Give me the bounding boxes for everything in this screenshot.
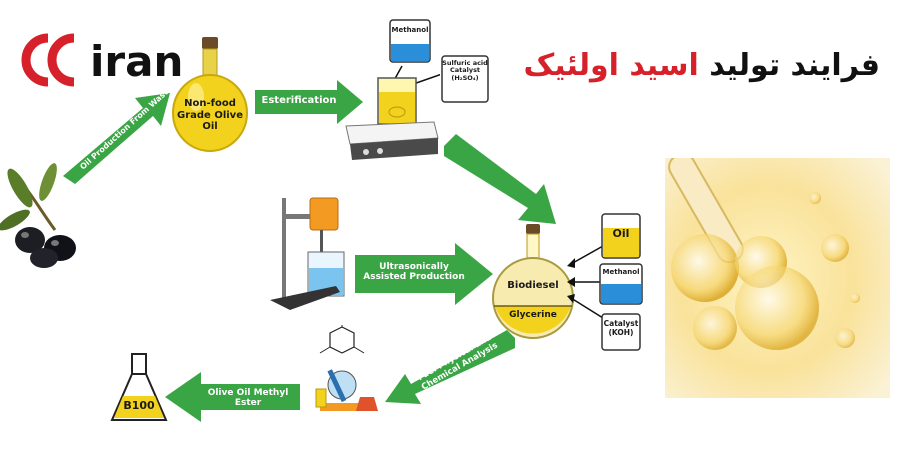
arrow-ester: [165, 372, 300, 422]
olive-oil-label: Non-food Grade Olive Oil: [177, 98, 243, 132]
koh-catalyst-bottle-icon: [601, 313, 641, 351]
methanol-top-label: Methanol: [391, 26, 429, 34]
oil-bottle-label: Oil: [612, 227, 630, 240]
arrow-esterification: [255, 80, 363, 124]
arrow-ultrasonic-label: Ultrasonically Assisted Production: [363, 262, 465, 283]
arrow-waste-label: Oil Production From Waste Olive: [78, 88, 175, 171]
biodiesel-flask-icon: [492, 224, 574, 339]
oil-bottle-icon: [601, 213, 641, 259]
arrow-analysis: [385, 330, 515, 404]
catalyst-top-label: Sulfuric acid Catalyst (H₂SO₄): [442, 59, 488, 82]
olive-branch-icon: [0, 163, 76, 268]
methanol-bottle-icon: [389, 19, 431, 63]
page-title: فرایند تولید اسید اولئیک: [523, 48, 880, 83]
b100-label: B100: [123, 399, 155, 412]
biodiesel-label: Biodiesel: [507, 280, 559, 291]
svg-text:iran: iran: [90, 37, 183, 86]
b100-flask-icon: [110, 353, 168, 421]
input-arrows-icon: [567, 245, 604, 319]
methanol-side-bottle-icon: [599, 263, 643, 305]
catalyst-side-label: Catalyst (KOH): [603, 319, 639, 337]
arrow-esterification-label: Esterification: [261, 95, 337, 106]
oil-drops-photo: [665, 158, 890, 398]
sulfuric-catalyst-bottle-icon: [441, 55, 489, 103]
methanol-side-label: Methanol: [602, 268, 640, 276]
glycerine-label: Glycerine: [509, 310, 557, 320]
ultrasonic-apparatus-icon: [270, 197, 345, 310]
arrow-waste-olive: Oil Production From Waste Olive: [63, 88, 175, 184]
hotplate-beaker-icon: [345, 65, 440, 160]
arrow-ester-label: Olive Oil Methyl Ester: [207, 388, 289, 409]
olive-oil-flask-icon: [172, 37, 248, 152]
lab-analysis-icon: [315, 325, 378, 411]
arrow-biodiesel-production: [444, 134, 556, 224]
cciran-logo: iran: [21, 33, 183, 87]
arrow-ultrasonic: [355, 243, 493, 305]
svg-text:Oil Production From Waste Oliv: Oil Production From Waste Olive: [78, 88, 175, 171]
